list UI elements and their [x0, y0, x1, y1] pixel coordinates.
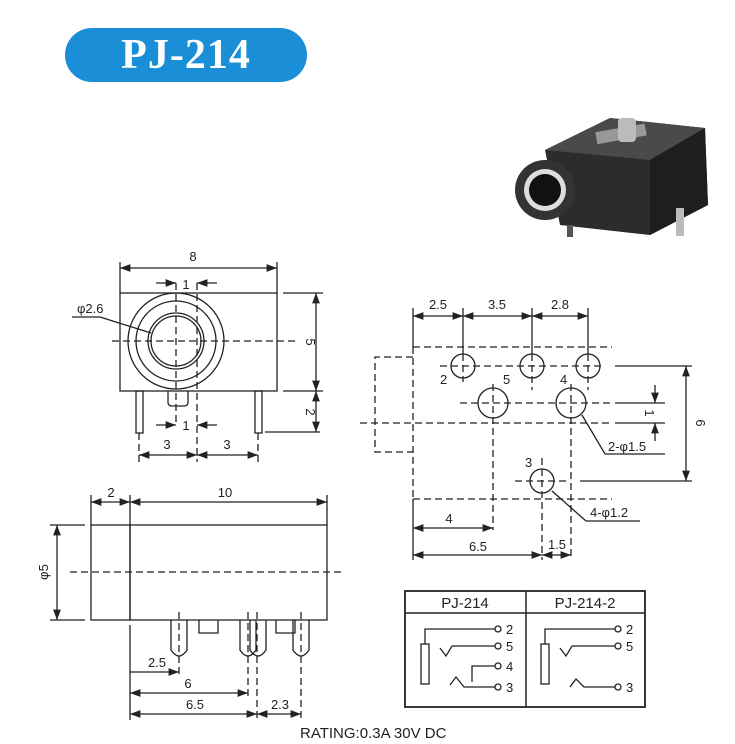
front-pin-offset-bottom-label: 1 [182, 418, 189, 433]
schematic-left-pin-5: 5 [506, 639, 513, 654]
pin-spacing-right-label: 3 [223, 437, 230, 452]
dim-6-label: 6 [184, 676, 191, 691]
title-badge: PJ-214 [65, 28, 307, 82]
schematic-right-pin-5: 5 [626, 639, 633, 654]
side-view [50, 495, 345, 720]
fp-dim-3-5: 3.5 [488, 297, 506, 312]
small-holes-label: 4-φ1.2 [590, 505, 628, 520]
pin-label-3: 3 [525, 455, 532, 470]
schematic-right-pin-3: 3 [626, 680, 633, 695]
schematic-left-pin-3: 3 [506, 680, 513, 695]
dim-6-5-label: 6.5 [186, 697, 204, 712]
rating-text: RATING:0.3A 30V DC [300, 725, 447, 742]
fp-dim-2-8: 2.8 [551, 297, 569, 312]
pin-label-2: 2 [440, 372, 447, 387]
pin-label-5: 5 [503, 372, 510, 387]
hole-diameter-label: φ2.6 [77, 301, 104, 316]
cap-length-label: 2 [107, 485, 114, 500]
large-holes-label: 2-φ1.5 [608, 439, 646, 454]
schematic-header-pj-214-2: PJ-214-2 [555, 595, 616, 612]
dim-2-5-label: 2.5 [148, 655, 166, 670]
audio-jack-photo [515, 118, 708, 237]
schematic-right-pin-2: 2 [626, 622, 633, 637]
front-height-label: 5 [303, 338, 318, 345]
fp-height-label: 6 [693, 419, 708, 426]
front-pin-offset-top-label: 1 [182, 277, 189, 292]
fp-dim-6-5: 6.5 [469, 539, 487, 554]
schematic-left-pin-2: 2 [506, 622, 513, 637]
diameter-label: φ5 [36, 564, 51, 580]
schematic-header-pj-214: PJ-214 [441, 595, 489, 612]
fp-dim-1-5: 1.5 [548, 537, 566, 552]
schematic-table [404, 590, 646, 708]
front-pin-length-label: 2 [303, 408, 318, 415]
schematic-left-pin-4: 4 [506, 659, 513, 674]
dim-2-3-label: 2.3 [271, 697, 289, 712]
pin-label-4: 4 [560, 372, 567, 387]
pin-spacing-left-label: 3 [163, 437, 170, 452]
fp-dim-4: 4 [445, 511, 452, 526]
front-width-label: 8 [189, 249, 196, 264]
front-view [72, 262, 323, 462]
body-length-label: 10 [218, 485, 232, 500]
fp-dim-2-5: 2.5 [429, 297, 447, 312]
fp-row-offset-label: 1 [642, 409, 657, 416]
pcb-footprint [360, 308, 692, 560]
